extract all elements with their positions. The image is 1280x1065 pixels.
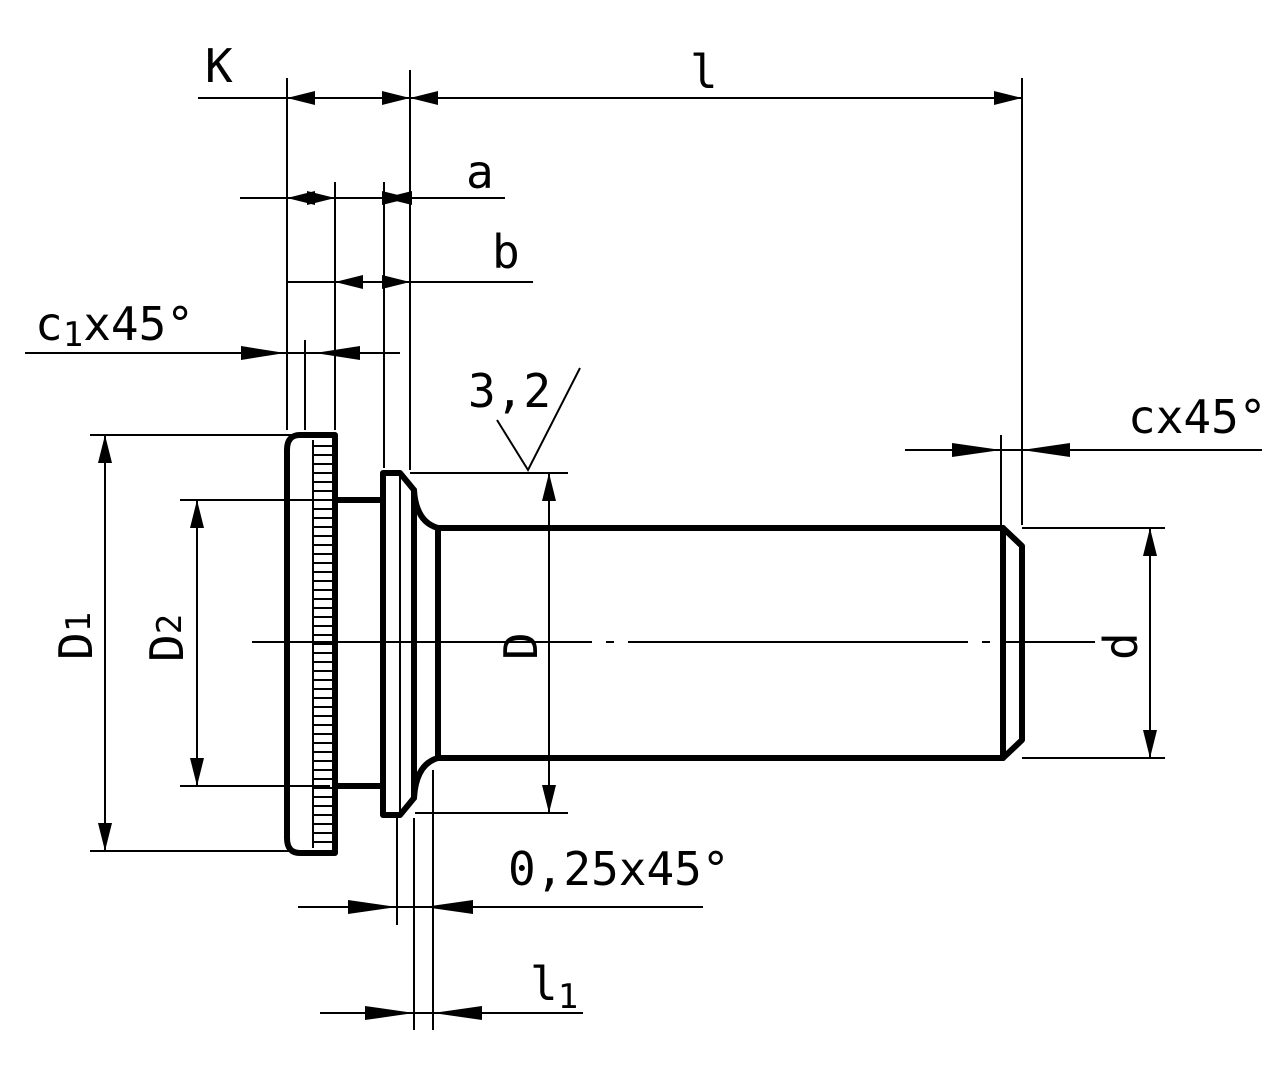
neck <box>332 497 386 789</box>
label-K: K <box>205 39 233 93</box>
shank <box>435 525 1025 761</box>
label-D1: D1 <box>49 612 103 660</box>
label-D: D <box>494 632 548 660</box>
label-l1: l1 <box>530 957 578 1017</box>
label-chamfer-025: 0,25x45° <box>508 842 730 896</box>
label-D2: D2 <box>140 614 194 662</box>
label-roughness: 3,2 <box>468 364 551 418</box>
label-l: l <box>690 45 718 99</box>
collar <box>380 470 441 818</box>
label-d: d <box>1094 632 1148 660</box>
dimension-lines <box>25 91 1262 1020</box>
label-b: b <box>492 225 520 279</box>
knurl-pattern <box>313 445 333 843</box>
extension-lines <box>90 70 1165 1030</box>
label-c-chamfer: cx45° <box>1128 390 1266 444</box>
label-a: a <box>466 145 494 199</box>
label-c1-chamfer: c1x45° <box>35 297 194 355</box>
